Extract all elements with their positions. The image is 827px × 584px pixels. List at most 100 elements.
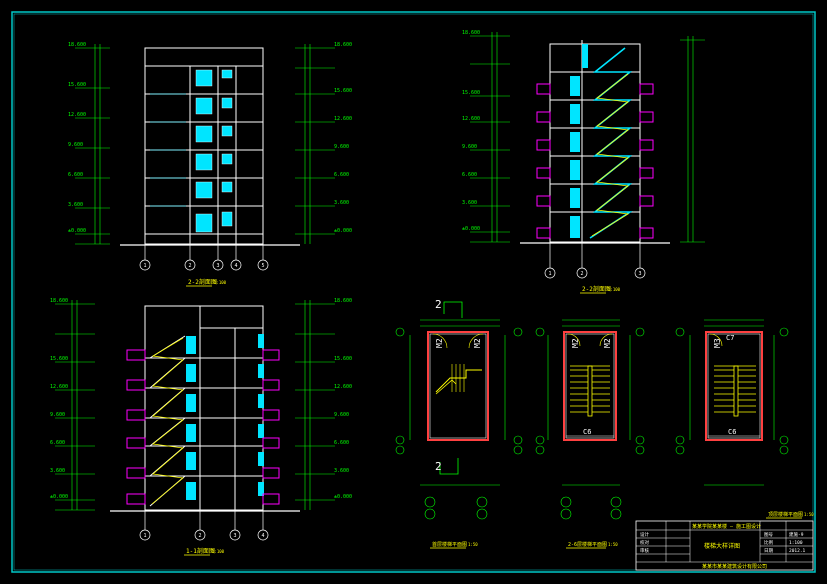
door-tag: M2	[571, 338, 580, 348]
level-label: ±0.000	[50, 494, 68, 500]
axis-bubble	[194, 529, 206, 541]
axis-label: 2	[188, 263, 191, 269]
stair-treads	[714, 365, 756, 413]
view-title: 2-6层楼梯平面图	[568, 541, 607, 548]
balcony-slab	[536, 195, 551, 207]
level-label: 3.600	[334, 468, 349, 474]
level-label: 15.600	[334, 356, 352, 362]
level-label: 18.600	[334, 42, 352, 48]
level-label: ±0.000	[462, 226, 480, 232]
level-label: 6.600	[462, 172, 477, 178]
balcony-slab	[639, 83, 654, 95]
view-title: 2-2剖面图	[188, 278, 217, 286]
stair-flight	[435, 369, 482, 393]
axis-label: 3	[216, 263, 219, 269]
door-tag: M2	[603, 338, 612, 348]
window	[195, 125, 213, 143]
title-block-value: 建施-9	[789, 531, 804, 538]
balcony-slab	[639, 195, 654, 207]
sheet-outer-frame	[11, 11, 816, 573]
axis-bubble	[544, 267, 556, 279]
title-block: 某某学院某某楼 ― 施工图设计 楼梯大样详图 某某市某某建筑设计有限公司 设计 …	[635, 520, 814, 571]
window	[570, 188, 580, 208]
window	[186, 482, 196, 500]
window	[186, 424, 196, 442]
axis-bubble	[576, 267, 588, 279]
axis-label: 3	[638, 271, 641, 277]
level-label: 12.600	[334, 116, 352, 122]
axis-label: 1	[548, 271, 551, 277]
axis-bubble	[184, 259, 196, 271]
view-scale: 1:100	[214, 280, 227, 285]
axis-bubble	[634, 267, 646, 279]
level-label: ±0.000	[334, 228, 352, 234]
section-mark: 2	[435, 298, 442, 311]
balcony-slab	[126, 493, 146, 505]
balcony-slab	[126, 379, 146, 391]
stair-flight	[589, 47, 633, 239]
sheet-inner-frame	[13, 13, 814, 571]
window	[258, 394, 264, 408]
window	[570, 76, 580, 96]
title-block-value: 1:100	[789, 540, 803, 546]
axis-bubble	[230, 259, 242, 271]
window	[258, 334, 264, 348]
building-outline	[144, 47, 264, 245]
level-label: 18.600	[50, 298, 68, 304]
balcony-slab	[126, 409, 146, 421]
level-label: 12.600	[334, 384, 352, 390]
window	[570, 132, 580, 152]
axis-label: 1	[143, 263, 146, 269]
view-title: 1-1剖面图	[186, 547, 215, 555]
window	[195, 181, 213, 199]
level-label: 18.600	[462, 30, 480, 36]
title-block-value: 2012.1	[789, 548, 806, 554]
window-tag: C6	[583, 428, 591, 436]
window	[258, 452, 264, 466]
title-block-field: 设计	[640, 531, 649, 538]
title-block-footer: 某某市某某建筑设计有限公司	[702, 563, 767, 570]
view-scale: 1:50	[468, 542, 478, 547]
axis-bubble	[139, 259, 151, 271]
window	[195, 69, 213, 87]
title-block-field: 日期	[764, 548, 773, 554]
level-label: 15.600	[68, 82, 86, 88]
balcony-slab	[536, 139, 551, 151]
stair-room-walls	[563, 331, 617, 441]
view-scale: 1:100	[212, 549, 225, 554]
title-block-heading: 某某学院某某楼 ― 施工图设计	[692, 523, 761, 530]
balcony-slab	[262, 409, 280, 421]
view-scale: 1:100	[608, 287, 621, 292]
level-label: 9.600	[462, 144, 477, 150]
window	[186, 394, 196, 412]
balcony-slab	[126, 349, 146, 361]
view-scale: 1:50	[804, 512, 814, 517]
level-label: ±0.000	[334, 494, 352, 500]
elevation-c: 18.600 15.600 12.600 9.600 6.600 3.600 ±…	[50, 298, 352, 556]
axis-label: 5	[261, 263, 264, 269]
axis-bubble	[139, 529, 151, 541]
balcony-slab	[639, 111, 654, 123]
level-label: 3.600	[68, 202, 83, 208]
balcony-slab	[639, 167, 654, 179]
window	[186, 336, 196, 354]
level-label: 18.600	[68, 42, 86, 48]
view-title: 顶层楼梯平面图	[768, 511, 803, 518]
window-tag: C7	[726, 334, 734, 342]
axis-label: 1	[143, 533, 146, 539]
level-label: 3.600	[334, 200, 349, 206]
section-mark: 2	[435, 460, 442, 473]
level-label: 9.600	[68, 142, 83, 148]
window	[195, 97, 213, 115]
window-tag: C6	[728, 428, 736, 436]
window	[258, 482, 264, 496]
axis-bubble	[257, 259, 269, 271]
window	[221, 181, 233, 193]
window	[570, 160, 580, 180]
stair-plan-top: C7 M3 C6 顶层楼梯平面图 1:50	[675, 319, 814, 519]
balcony-slab	[126, 467, 146, 479]
level-label: 12.600	[68, 112, 86, 118]
balcony-slab	[262, 467, 280, 479]
level-label: 15.600	[462, 90, 480, 96]
